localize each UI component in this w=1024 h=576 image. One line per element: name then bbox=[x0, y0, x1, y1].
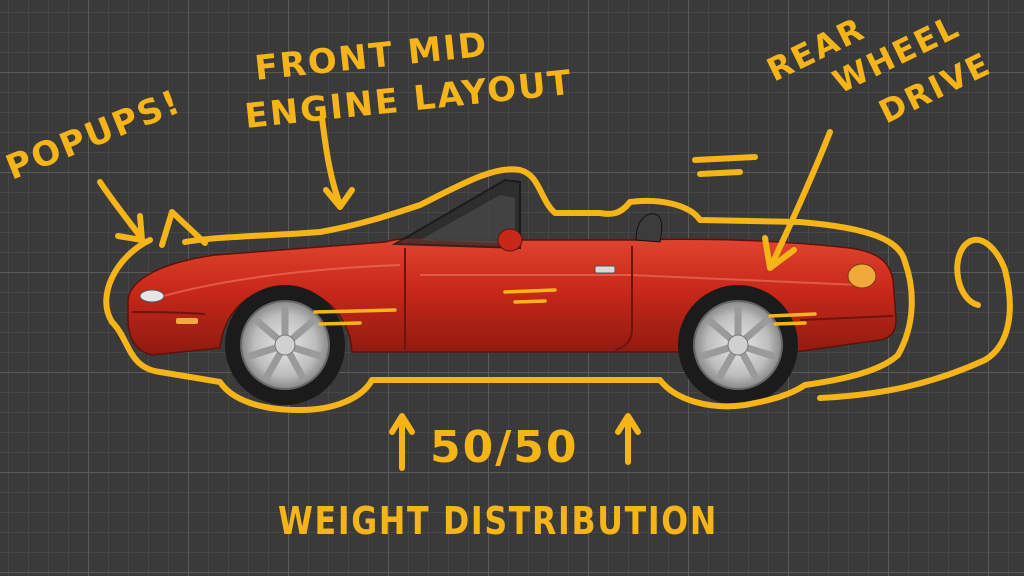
door-handle bbox=[595, 266, 615, 273]
seat bbox=[636, 214, 662, 242]
side-mirror bbox=[498, 229, 522, 251]
rear-wheel bbox=[678, 285, 798, 405]
front-light bbox=[140, 290, 164, 302]
speed-lines bbox=[695, 157, 755, 160]
popups-label: POPUPS! bbox=[0, 82, 187, 188]
weight-distribution-label: WEIGHT DISTRIBUTION bbox=[278, 499, 718, 543]
front-turn-signal bbox=[176, 318, 198, 324]
tail-light bbox=[848, 264, 876, 288]
ratio-label: 50/50 bbox=[430, 422, 579, 473]
popups-arrow bbox=[100, 182, 140, 236]
front-wheel bbox=[225, 285, 345, 405]
